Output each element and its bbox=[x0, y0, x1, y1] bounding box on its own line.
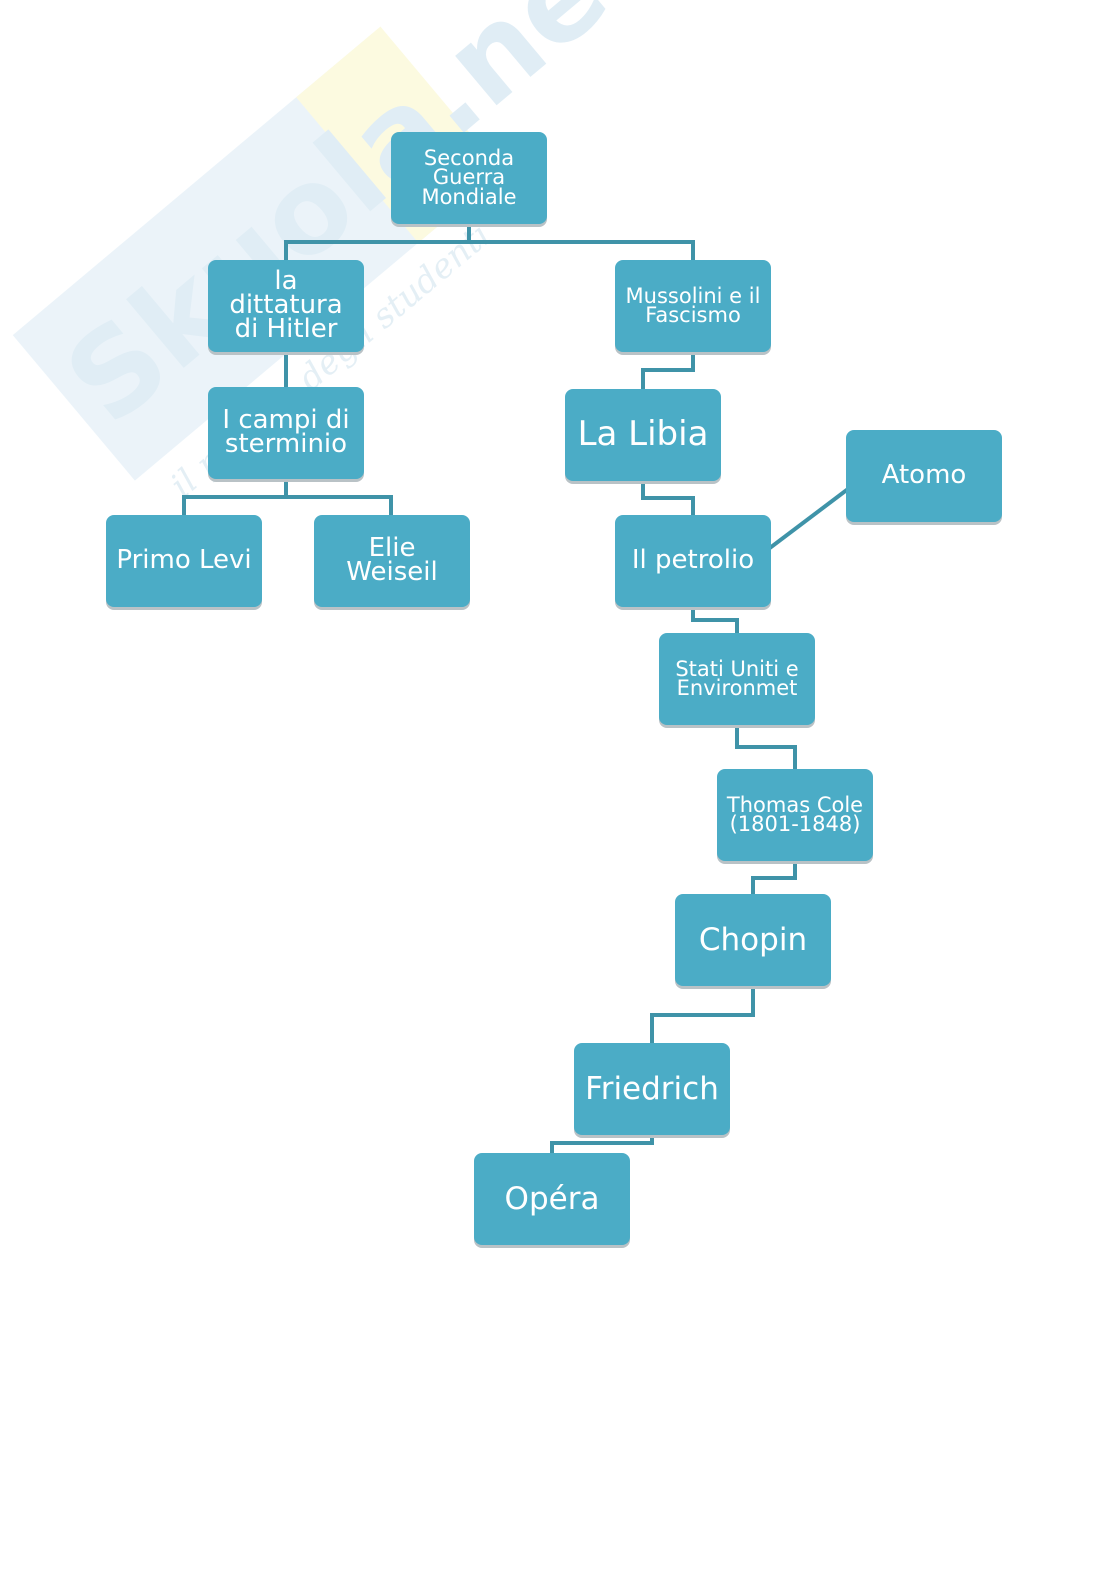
connector-chopin-friedrich bbox=[650, 986, 755, 1044]
connector-root-mussolini bbox=[469, 240, 695, 262]
connector-statiuniti-cole bbox=[735, 726, 797, 770]
node-friedrich: Friedrich bbox=[574, 1043, 730, 1135]
node-label: La Libia bbox=[577, 414, 709, 455]
node-la-libia: La Libia bbox=[565, 389, 721, 481]
node-label: Mussolini e il Fascismo bbox=[625, 283, 761, 327]
node-thomas-cole: Thomas Cole (1801-1848) bbox=[717, 769, 873, 861]
node-primo-levi: Primo Levi bbox=[106, 515, 262, 607]
connector-campi-weiseil bbox=[286, 495, 393, 516]
node-label: Primo Levi bbox=[116, 545, 252, 576]
node-label: la dittatura di Hitler bbox=[229, 266, 343, 344]
node-label: Opéra bbox=[504, 1180, 600, 1217]
node-elie-weiseil: Elie Weiseil bbox=[314, 515, 470, 607]
node-label: Thomas Cole (1801-1848) bbox=[726, 792, 864, 836]
connector-campi-levi bbox=[182, 480, 288, 516]
node-atomo: Atomo bbox=[846, 430, 1002, 522]
node-label: Atomo bbox=[881, 460, 967, 491]
connector-petrolio-statiuniti bbox=[691, 606, 739, 634]
node-label: Il petrolio bbox=[631, 545, 755, 576]
node-label: Friedrich bbox=[585, 1070, 719, 1107]
node-chopin: Chopin bbox=[675, 894, 831, 986]
connector-libia-petrolio bbox=[641, 482, 695, 516]
node-mussolini-fascismo: Mussolini e il Fascismo bbox=[615, 260, 771, 352]
connector-cole-chopin bbox=[751, 862, 797, 896]
node-seconda-guerra-mondiale: Seconda Guerra Mondiale bbox=[391, 132, 547, 224]
connector-friedrich-opera bbox=[550, 1136, 654, 1155]
node-label: Elie Weiseil bbox=[346, 533, 438, 587]
connector-root-hitler bbox=[284, 226, 471, 262]
node-stati-uniti-environmet: Stati Uniti e Environmet bbox=[659, 633, 815, 725]
node-campi-sterminio: I campi di sterminio bbox=[208, 387, 364, 479]
node-label: I campi di sterminio bbox=[222, 405, 350, 459]
node-opera: Opéra bbox=[474, 1153, 630, 1245]
node-il-petrolio: Il petrolio bbox=[615, 515, 771, 607]
node-dittatura-hitler: la dittatura di Hitler bbox=[208, 260, 364, 352]
node-label: Seconda Guerra Mondiale bbox=[421, 146, 517, 209]
node-label: Stati Uniti e Environmet bbox=[675, 656, 799, 700]
node-label: Chopin bbox=[698, 921, 808, 958]
connector-mussolini-libia bbox=[641, 352, 695, 390]
